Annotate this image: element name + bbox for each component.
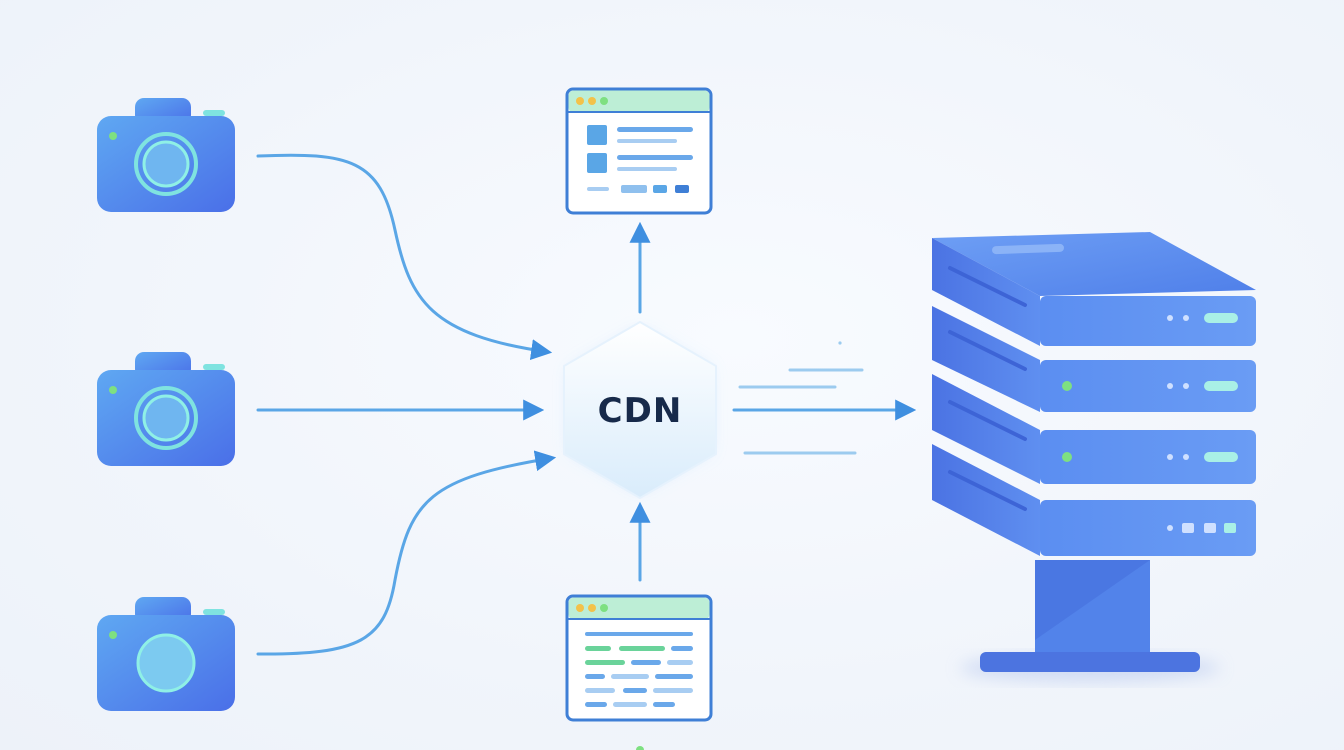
camera-icon [97, 98, 235, 212]
cdn-hub: CDN [563, 321, 717, 499]
edge-camera-top-to-cdn [256, 153, 553, 360]
browser-top [565, 87, 713, 215]
server-rack-icon [932, 232, 1256, 682]
camera-icon [97, 597, 235, 711]
origin-server [932, 232, 1256, 682]
browser-window-icon [565, 594, 713, 722]
accent-dot [636, 746, 644, 750]
browser-window-icon [565, 87, 713, 215]
speed-lines [738, 341, 864, 455]
camera-top [97, 98, 235, 212]
flow-lines [256, 153, 917, 656]
browser-bottom [565, 594, 713, 722]
edge-camera-bottom-to-cdn [256, 450, 557, 656]
cdn-label: CDN [598, 391, 683, 431]
camera-icon [97, 352, 235, 466]
camera-middle [97, 352, 235, 466]
camera-bottom [97, 597, 235, 711]
hexagon-icon [563, 321, 717, 499]
